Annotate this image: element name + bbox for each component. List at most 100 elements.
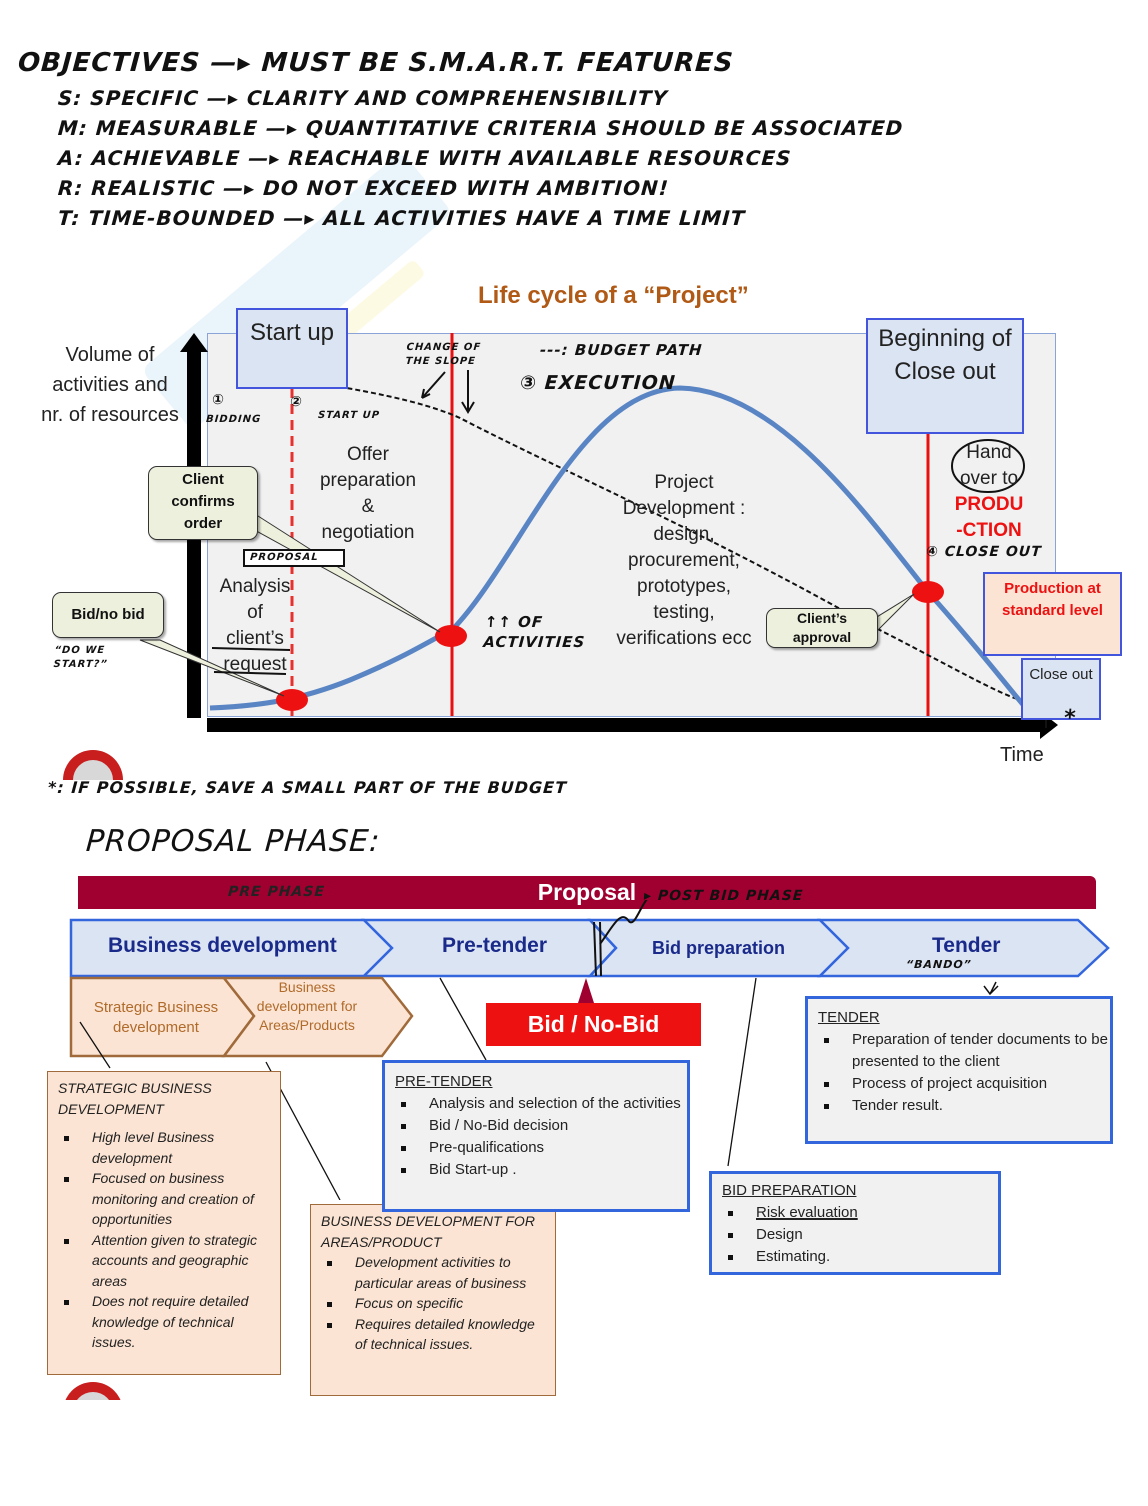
pre-phase-note: pre phase bbox=[227, 884, 326, 900]
milestone-confirm-dot bbox=[435, 625, 467, 647]
proposal-note-box bbox=[243, 549, 345, 567]
bid-callout-pointer bbox=[139, 639, 285, 697]
lifecycle-graphics bbox=[139, 333, 1058, 739]
x-axis bbox=[207, 718, 1045, 732]
bid-preparation-box: BID PREPARATION Risk evaluation Design E… bbox=[709, 1171, 1001, 1275]
development-line: Project bbox=[654, 472, 714, 493]
callout-line: Client’s bbox=[796, 610, 848, 626]
arrow-tender bbox=[983, 981, 999, 996]
areas-item: Requires detailed knowledge of technical… bbox=[321, 1314, 549, 1355]
clients-underline bbox=[211, 647, 291, 651]
strategic-item: High level Business development bbox=[58, 1127, 274, 1168]
proposal-banner-label: Proposal bbox=[537, 879, 637, 905]
production-standard-box: Production at standard level bbox=[983, 572, 1122, 656]
pretender-item: Bid Start-up . bbox=[395, 1159, 687, 1181]
development-line: procurement, bbox=[628, 550, 740, 571]
note-line: ↑↑ of bbox=[484, 613, 544, 631]
development-line: Development : bbox=[622, 498, 746, 519]
production-red-line: PRODU bbox=[954, 494, 1024, 515]
note-line: “do we bbox=[54, 645, 106, 656]
analysis-line: Analysis bbox=[219, 576, 291, 597]
pre-tender-box: PRE-TENDER Analysis and selection of the… bbox=[382, 1060, 690, 1212]
slope-arrow-left bbox=[421, 371, 446, 399]
budget-path-legend: ---: budget path bbox=[539, 341, 704, 359]
bid-no-bid-box: Bid / No-Bid bbox=[486, 1003, 701, 1046]
arrow-strategic bbox=[79, 1021, 111, 1069]
strategic-item: Focused on business monitoring and creat… bbox=[58, 1168, 274, 1230]
subchevron-label-strategic: Strategic Business development bbox=[93, 999, 219, 1036]
analysis-line: request bbox=[223, 654, 287, 675]
note-line: change of bbox=[406, 342, 482, 353]
chevron-label-business-development: Business development bbox=[108, 934, 337, 957]
university-logo-icon bbox=[62, 746, 124, 780]
callout-line: order bbox=[183, 515, 223, 532]
budget-path bbox=[299, 379, 1021, 701]
bidding-note: bidding bbox=[205, 414, 262, 425]
offer-line: Offer bbox=[347, 444, 389, 465]
asterisk-mark: * bbox=[1063, 706, 1078, 731]
lifecycle-title: Life cycle of a “Project” bbox=[478, 282, 749, 309]
offer-line: negotiation bbox=[321, 522, 415, 543]
execution-note: ③ execution bbox=[519, 372, 677, 394]
analysis-line: client’s bbox=[226, 628, 284, 649]
subchevron-label-areas: Business development for Areas/Products bbox=[256, 979, 358, 1033]
tender-item: Preparation of tender documents to be pr… bbox=[818, 1029, 1110, 1073]
milestone-bid-dot bbox=[276, 689, 308, 711]
handover-text: Hand over to PRODU -CTION bbox=[944, 440, 1034, 544]
note-line: the slope bbox=[405, 356, 477, 367]
chevron-tender bbox=[816, 918, 1110, 978]
bid-no-bid-callout: Bid/no bid bbox=[52, 592, 164, 638]
beginning-close-out-box: Beginning of Close out bbox=[866, 318, 1024, 434]
chevron-label-bid-preparation: Bid preparation bbox=[652, 938, 786, 958]
handover-line: Hand bbox=[966, 442, 1012, 463]
analysis-line: of bbox=[247, 602, 263, 623]
strategic-item: Does not require detailed knowledge of t… bbox=[58, 1291, 274, 1353]
areas-item: Development activities to particular are… bbox=[321, 1252, 549, 1293]
development-line: prototypes, bbox=[637, 576, 731, 597]
client-approval-callout: Client’s approval bbox=[766, 608, 878, 648]
university-logo-bottom-icon bbox=[62, 1378, 124, 1400]
subchevron-areas bbox=[221, 976, 414, 1058]
callout-line: approval bbox=[792, 629, 852, 645]
strategic-business-box: STRATEGIC BUSINESS DEVELOPMENT High leve… bbox=[47, 1071, 281, 1375]
proposal-note: proposal bbox=[249, 552, 320, 563]
offer-text: Offer preparation & negotiation bbox=[300, 442, 436, 546]
more-activities-note: ↑↑ of activities bbox=[483, 612, 588, 652]
close-out-box: Close out bbox=[1021, 658, 1101, 720]
chevron-label-pre-tender: Pre-tender bbox=[442, 934, 548, 957]
bidprep-box-title: BID PREPARATION bbox=[722, 1182, 857, 1199]
pretender-item: Bid / No-Bid decision bbox=[395, 1115, 687, 1137]
areas-box-title: BUSINESS DEVELOPMENT FOR AREAS/PRODUCT bbox=[321, 1213, 535, 1250]
arrow-bidprep bbox=[727, 977, 757, 1167]
areas-item: Focus on specific bbox=[321, 1293, 549, 1314]
proposal-banner: Proposal bbox=[78, 876, 1096, 909]
note-line: activities bbox=[482, 633, 586, 651]
analysis-text: Analysis of client’s request bbox=[212, 574, 298, 678]
startup-note: start up bbox=[317, 410, 381, 421]
pretender-item: Analysis and selection of the activities bbox=[395, 1093, 687, 1115]
start-up-box: Start up bbox=[236, 308, 348, 389]
proposal-chevron-graphics bbox=[69, 900, 1110, 1200]
offer-line: & bbox=[361, 496, 375, 517]
areas-product-box: BUSINESS DEVELOPMENT FOR AREAS/PRODUCT D… bbox=[310, 1204, 556, 1396]
pretender-box-title: PRE-TENDER bbox=[395, 1073, 493, 1090]
y-axis-label: Volume of activities and nr. of resource… bbox=[41, 344, 179, 426]
bidprep-item: Estimating. bbox=[722, 1246, 998, 1268]
footnote-budget: *: if possible, save a small part of the… bbox=[47, 778, 568, 797]
tender-item: Process of project acquisition bbox=[818, 1073, 1110, 1095]
tender-item: Tender result. bbox=[818, 1095, 1110, 1117]
bidprep-item: Design bbox=[722, 1224, 998, 1246]
x-axis-label: Time bbox=[1000, 744, 1044, 766]
production-red-line: -CTION bbox=[956, 520, 1022, 541]
slope-arrow-down bbox=[461, 370, 475, 414]
do-we-start-note: “do we start?” bbox=[53, 644, 109, 672]
startup-number: ② bbox=[289, 394, 304, 410]
callout-line: Client bbox=[182, 471, 224, 488]
handover-circle bbox=[951, 439, 1025, 493]
bando-note: “bando” bbox=[905, 958, 973, 971]
close-out-note: ④ close out bbox=[925, 544, 1043, 560]
development-line: design, bbox=[653, 524, 715, 545]
milestone-approval-dot bbox=[912, 581, 944, 603]
strategic-box-title: STRATEGIC BUSINESS DEVELOPMENT bbox=[58, 1080, 212, 1117]
callout-line: confirms bbox=[171, 493, 235, 510]
